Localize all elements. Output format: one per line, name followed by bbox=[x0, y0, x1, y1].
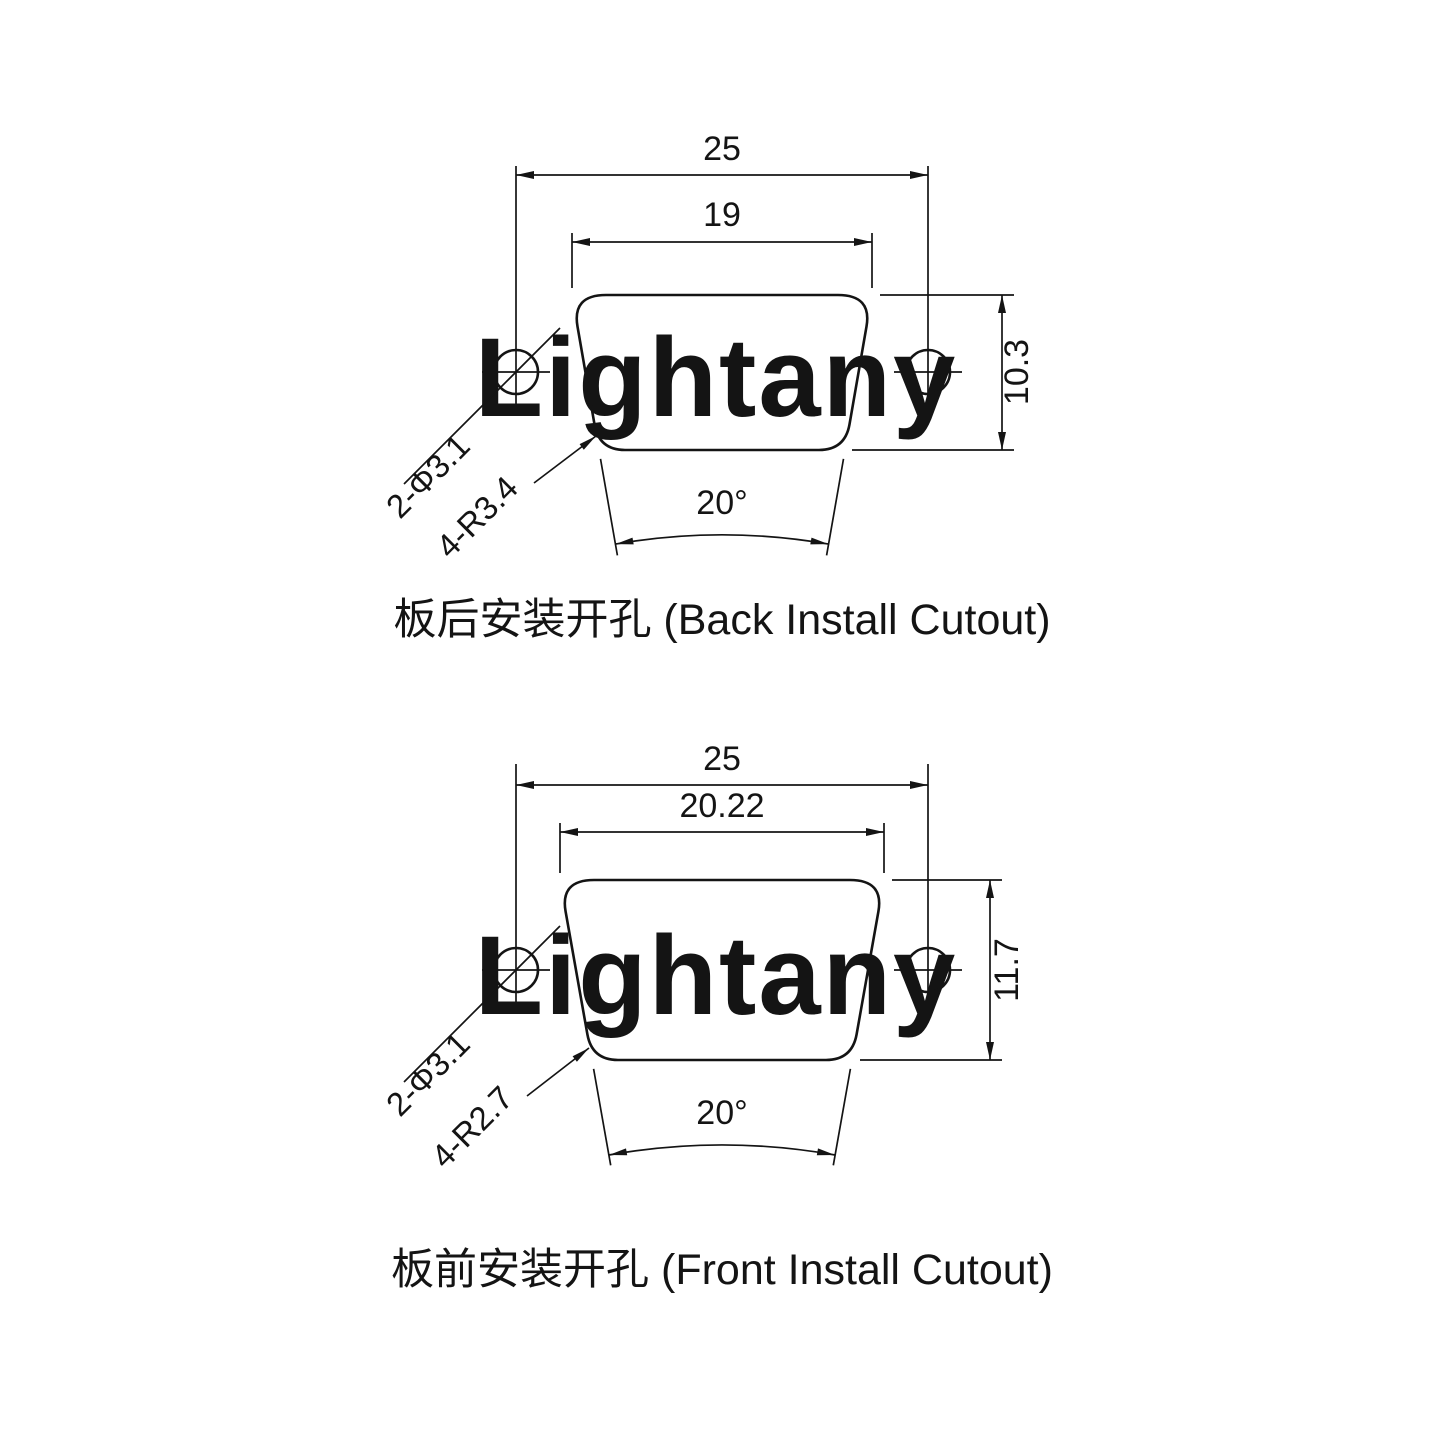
dim-value-cutout-height: 11.7 bbox=[988, 938, 1026, 1002]
dim-value-cutout-height: 10.3 bbox=[998, 339, 1036, 405]
arrowhead bbox=[986, 880, 994, 898]
angle-value: 20° bbox=[696, 484, 747, 522]
arrowhead bbox=[572, 1048, 589, 1062]
arrowhead bbox=[816, 1148, 836, 1156]
back-install-diagram: 25 19 10.3 2-Φ3.1 4-R3.4 20° bbox=[379, 130, 1051, 644]
mounting-hole-left bbox=[492, 348, 540, 396]
arrowhead bbox=[854, 238, 872, 246]
arrowhead bbox=[910, 781, 928, 789]
holes-label: 2-Φ3.1 bbox=[379, 1025, 477, 1123]
arrowhead bbox=[810, 537, 829, 545]
angle-arc bbox=[608, 1144, 836, 1156]
dim-value-cutout-top-width: 19 bbox=[703, 196, 741, 234]
arrowhead bbox=[608, 1148, 628, 1156]
arrowhead bbox=[998, 432, 1006, 450]
front-diagram-title: 板前安装开孔 (Front Install Cutout) bbox=[391, 1246, 1053, 1294]
leader-line-holes bbox=[403, 925, 561, 1083]
arrowhead bbox=[516, 781, 534, 789]
arrowhead bbox=[560, 828, 578, 836]
arrowhead bbox=[579, 436, 596, 450]
arrowhead bbox=[998, 295, 1006, 313]
dim-value-outer-width: 25 bbox=[703, 740, 741, 778]
angle-extension-line bbox=[825, 458, 845, 556]
angle-value: 20° bbox=[696, 1094, 747, 1132]
leader-line-holes bbox=[403, 327, 561, 485]
angle-extension-line bbox=[592, 1068, 612, 1166]
mounting-hole-left bbox=[492, 946, 540, 994]
mounting-hole-right bbox=[904, 946, 952, 994]
angle-arc bbox=[615, 534, 829, 545]
arrowhead bbox=[572, 238, 590, 246]
dim-value-cutout-top-width: 20.22 bbox=[679, 787, 764, 825]
angle-extension-line bbox=[832, 1068, 852, 1166]
dim-value-outer-width: 25 bbox=[703, 130, 741, 168]
arrowhead bbox=[866, 828, 884, 836]
watermark-top: Lightany bbox=[475, 315, 958, 440]
corner-radius-label: 4-R2.7 bbox=[424, 1079, 520, 1175]
cutout-outline bbox=[575, 293, 869, 452]
arrowhead bbox=[910, 171, 928, 179]
watermark-bottom: Lightany bbox=[475, 913, 958, 1038]
arrowhead bbox=[986, 1042, 994, 1060]
arrowhead bbox=[516, 171, 534, 179]
mounting-hole-right bbox=[904, 348, 952, 396]
cutout-outline bbox=[563, 878, 881, 1062]
back-diagram-title: 板后安装开孔 (Back Install Cutout) bbox=[393, 596, 1050, 644]
arrowhead bbox=[615, 537, 634, 545]
angle-extension-line bbox=[599, 458, 619, 556]
